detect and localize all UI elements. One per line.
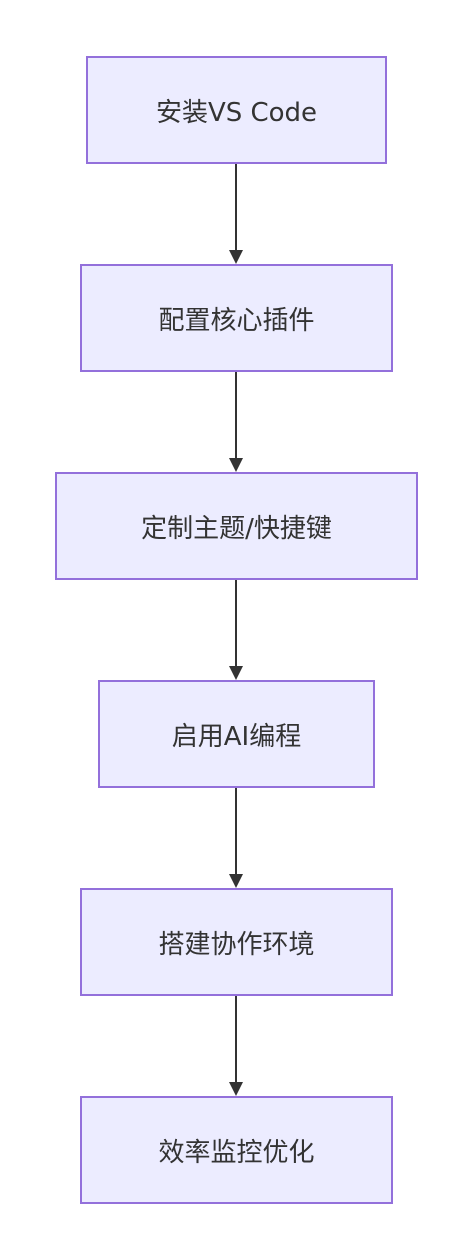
step-setup-collaboration: 搭建协作环境: [80, 888, 393, 996]
step-configure-plugins: 配置核心插件: [80, 264, 393, 372]
step-efficiency-monitoring: 效率监控优化: [80, 1096, 393, 1204]
step-customize-theme-shortcuts: 定制主题/快捷键: [55, 472, 418, 580]
step-install-vscode: 安装VS Code: [86, 56, 387, 164]
step-enable-ai-coding: 启用AI编程: [98, 680, 375, 788]
